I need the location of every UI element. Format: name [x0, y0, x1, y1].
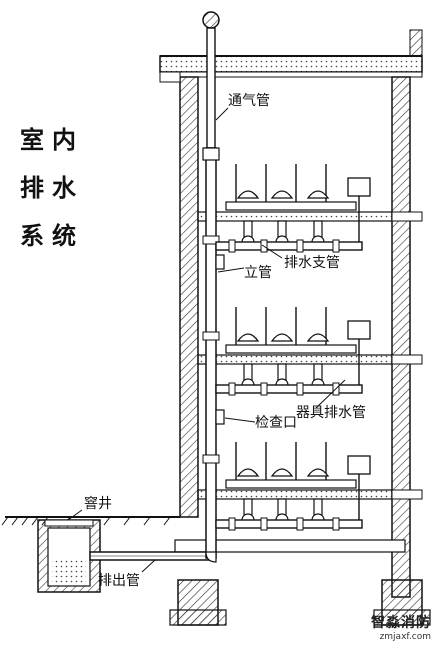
- fixture-bowl: [236, 190, 260, 199]
- roof-slab: [159, 55, 423, 78]
- branch-joint: [296, 517, 304, 531]
- label-cleanout: 检查口: [255, 415, 297, 431]
- outlet-pipe: [89, 551, 211, 561]
- branch-joint: [296, 239, 304, 253]
- watermark-name: 智淼消防: [371, 615, 431, 631]
- branch-pipe: [215, 241, 363, 251]
- label-outlet-pipe: 排出管: [98, 573, 140, 589]
- fixture-bowl: [270, 190, 294, 199]
- branch-joint: [228, 239, 236, 253]
- branch-joint: [260, 517, 268, 531]
- right-wall: [391, 76, 422, 598]
- fixture-bowl: [306, 468, 330, 477]
- leader-lines: [67, 107, 346, 573]
- branch-joint: [228, 517, 236, 531]
- branch-pipe: [215, 384, 363, 394]
- branch-joint: [332, 239, 340, 253]
- parapet: [409, 29, 423, 57]
- branch-joint: [332, 517, 340, 531]
- label-fixture-drain: 器具排水管: [296, 405, 366, 421]
- watermark-url: zmjaxf.com: [379, 632, 431, 642]
- label-branch-pipe: 排水支管: [284, 255, 340, 271]
- fixture-bowl: [306, 333, 330, 342]
- fixture-box: [347, 455, 371, 475]
- branch-joint: [228, 382, 236, 396]
- watermark: 智淼消防 zmjaxf.com: [371, 612, 431, 642]
- manhole: [37, 519, 101, 593]
- floor-slabs: [197, 211, 423, 500]
- fixture-box: [347, 177, 371, 197]
- branch-joint: [260, 382, 268, 396]
- fixture-bowl: [270, 333, 294, 342]
- branch-pipe: [215, 519, 363, 529]
- title-line-1: 室内: [20, 125, 84, 154]
- label-manhole: 窨井: [84, 496, 112, 512]
- label-stack: 立管: [244, 265, 272, 281]
- fixture-bowl: [270, 468, 294, 477]
- fixture-counter: [225, 344, 357, 354]
- fixture-bowl: [236, 468, 260, 477]
- title-line-2: 排水: [20, 173, 84, 202]
- fixture-counter: [225, 201, 357, 211]
- left-wall: [159, 71, 199, 518]
- fixture-bowl: [306, 190, 330, 199]
- ground-and-foundation: [1, 516, 431, 626]
- label-vent-pipe: 通气管: [228, 93, 270, 109]
- fixture-bowl: [236, 333, 260, 342]
- vent-pipe: [202, 11, 220, 149]
- fixture-box: [347, 320, 371, 340]
- soil-stack: [202, 147, 225, 563]
- title-line-3: 系统: [20, 221, 84, 250]
- branch-joint: [296, 382, 304, 396]
- fixture-counter: [225, 479, 357, 489]
- fixture-groups: [215, 164, 371, 531]
